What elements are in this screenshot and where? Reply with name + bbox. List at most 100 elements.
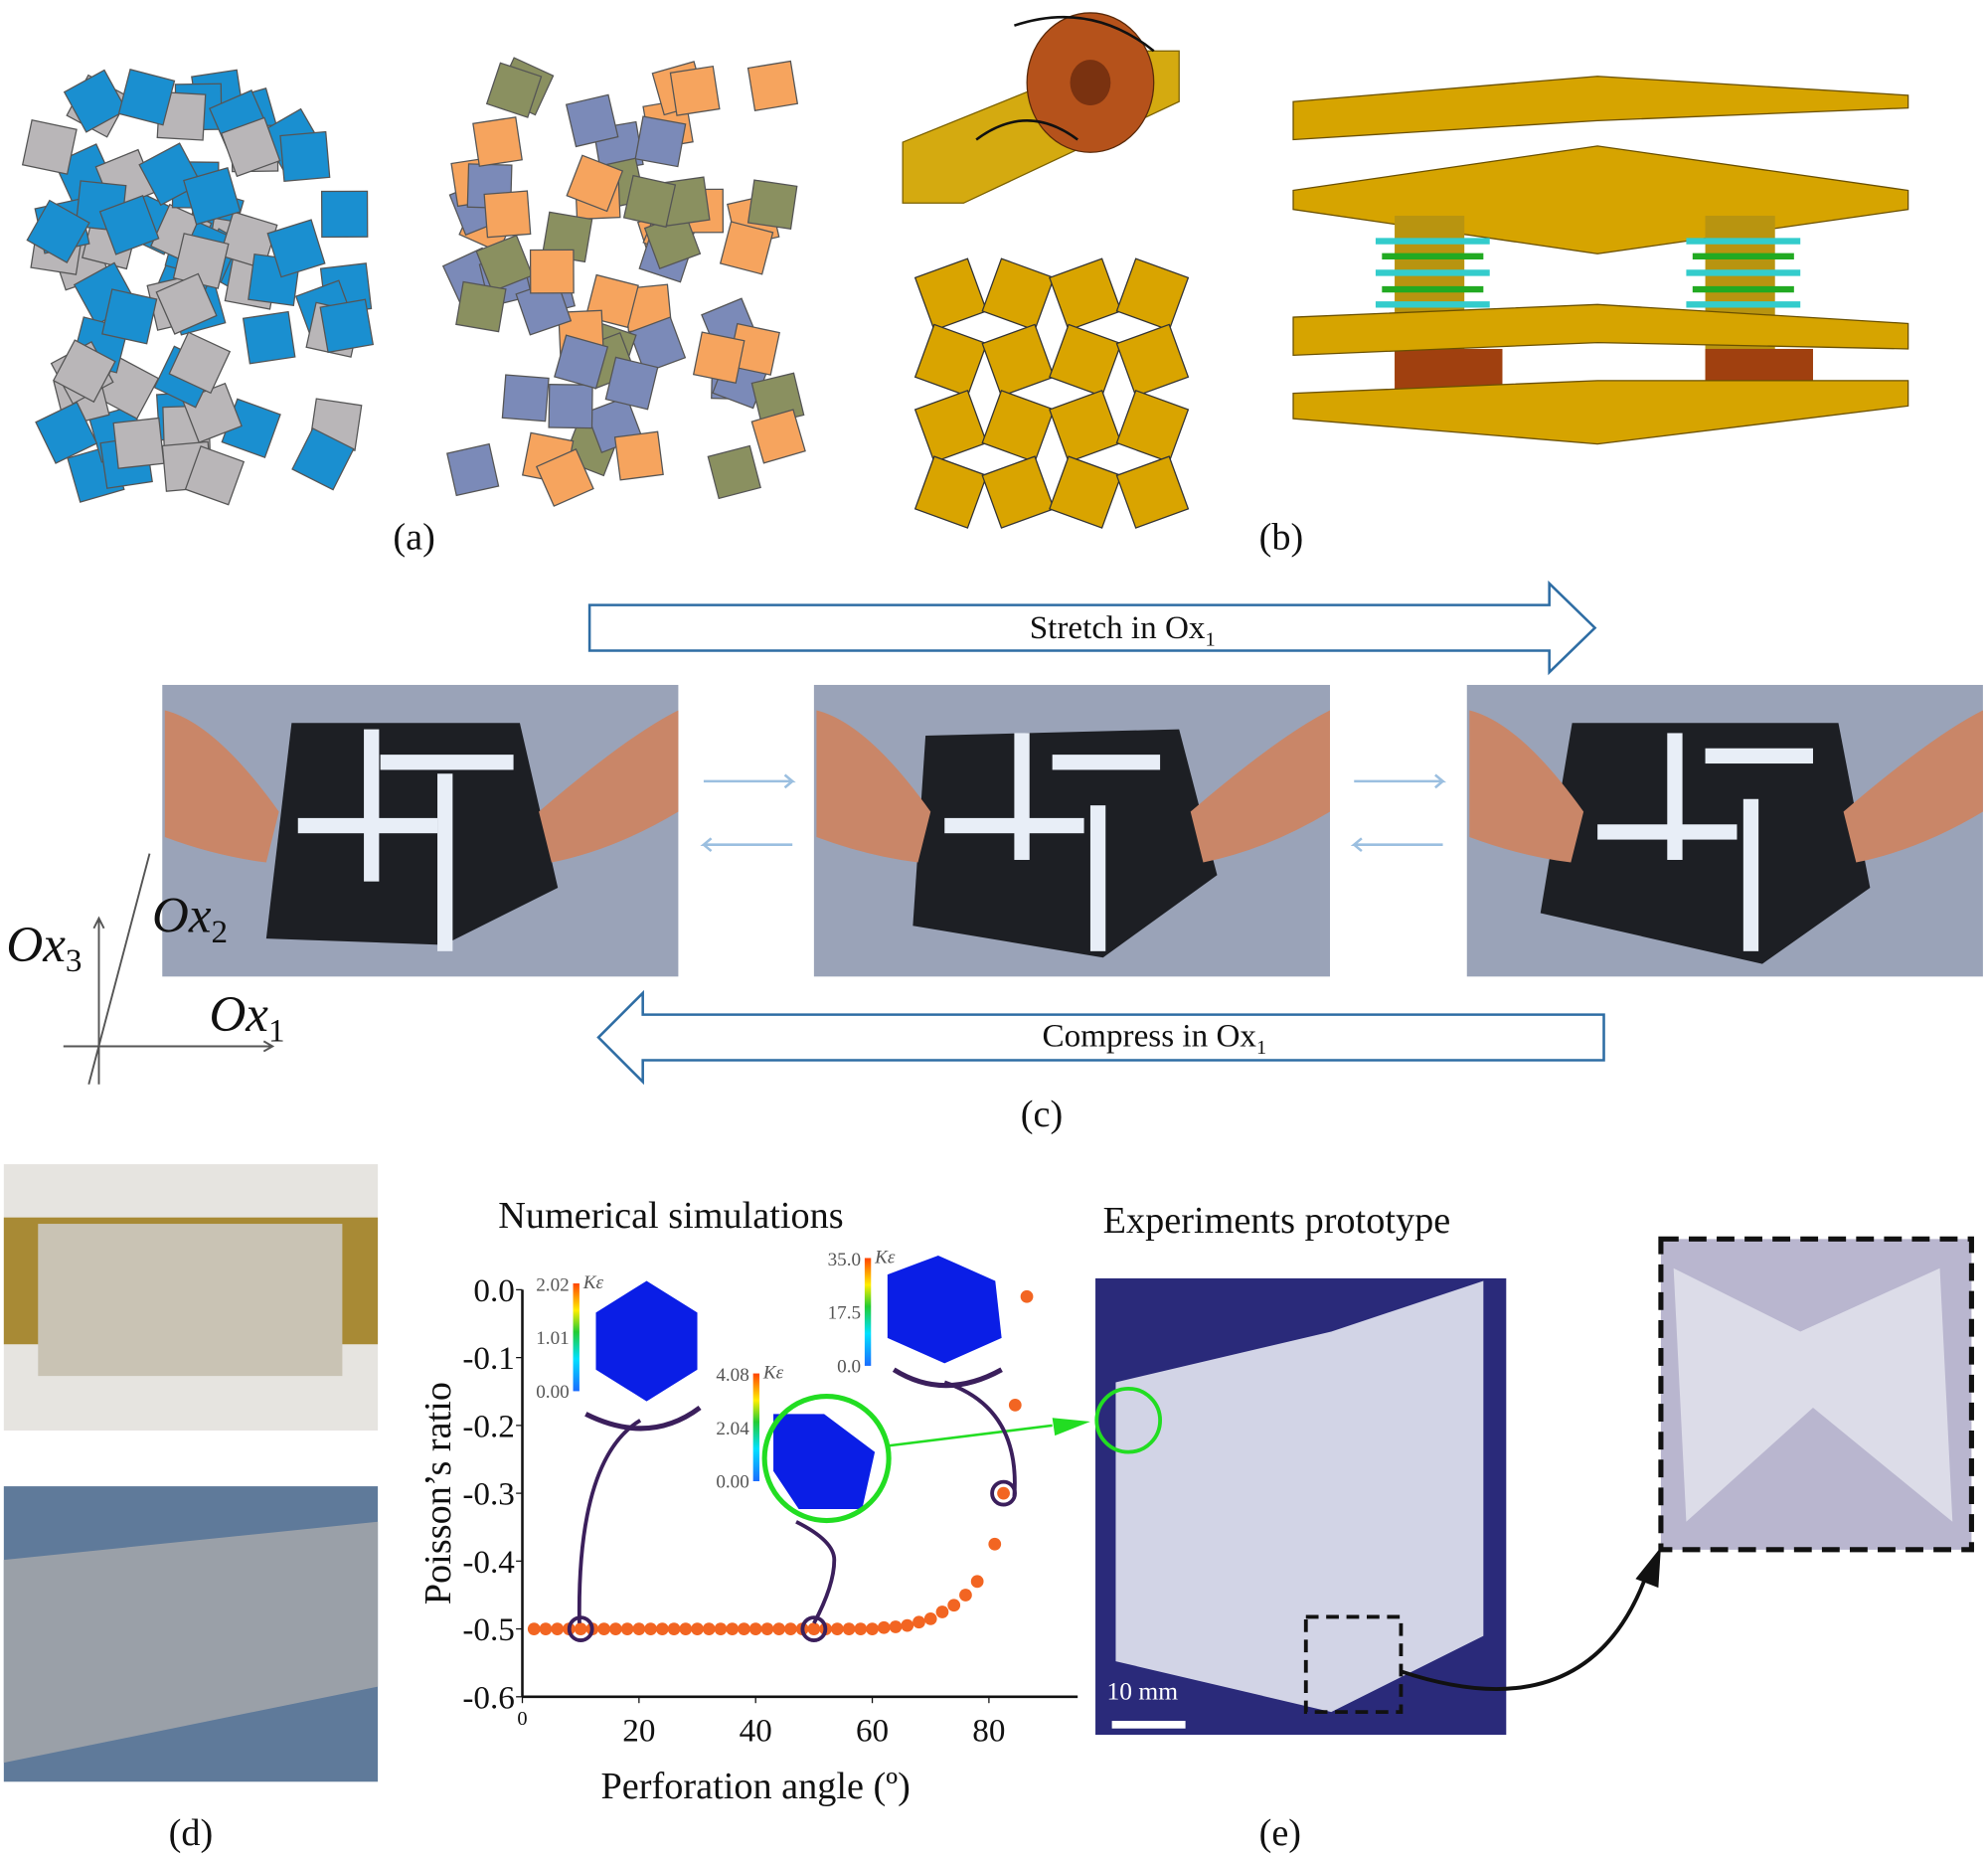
- data-point: [679, 1622, 693, 1635]
- data-point: [539, 1622, 553, 1635]
- colorbar-label: 0.00: [536, 1382, 569, 1403]
- sim-title: Numerical simulations: [498, 1195, 843, 1237]
- data-point: [574, 1622, 587, 1635]
- rotating-square: [981, 455, 1056, 529]
- colorbar-label: 17.5: [828, 1303, 861, 1324]
- data-point: [748, 1622, 762, 1635]
- cube: [692, 331, 746, 384]
- photo-rolled-sheet-metal: [3, 1164, 379, 1431]
- cube: [446, 442, 500, 497]
- data-point: [702, 1622, 716, 1635]
- stretch-label: Stretch in Ox: [1030, 609, 1206, 646]
- photo-rolled-transparent: [3, 1486, 379, 1782]
- x-tick-label: 20: [622, 1712, 655, 1749]
- cube: [291, 427, 355, 491]
- cube: [319, 298, 375, 354]
- rotating-square: [1049, 455, 1122, 529]
- cube: [279, 130, 331, 183]
- cube: [566, 154, 624, 213]
- panel-c-label: (c): [1021, 1094, 1063, 1135]
- rotating-square: [1049, 389, 1122, 463]
- data-point: [947, 1599, 961, 1612]
- y-tick-label: -0.3: [462, 1476, 515, 1513]
- stretch-arrow: Stretch in Ox1: [587, 580, 1597, 676]
- cube: [707, 444, 761, 500]
- rotating-square: [913, 389, 988, 463]
- panel-a-cube-assembly-blue-grey: [21, 69, 375, 506]
- y-tick-label: -0.4: [462, 1544, 515, 1581]
- cube: [554, 334, 609, 390]
- data-point: [877, 1620, 891, 1634]
- data-point: [667, 1622, 681, 1635]
- rotating-square: [981, 389, 1056, 463]
- data-point: [772, 1622, 786, 1635]
- photo-prototype-cube: 10 mm: [1094, 1277, 1507, 1736]
- data-point: [527, 1622, 541, 1635]
- cube: [455, 280, 507, 333]
- colorbar-label: 4.08: [716, 1365, 748, 1386]
- cube: [266, 219, 326, 278]
- x-axis-label: Perforation angle (º): [601, 1766, 911, 1807]
- cube: [168, 331, 232, 395]
- colorbar-label: 0.00: [716, 1471, 748, 1492]
- rotating-square: [1115, 389, 1190, 463]
- colorbar-symbol: Kε: [762, 1363, 784, 1384]
- cube: [634, 115, 687, 168]
- y-tick-label: -0.6: [462, 1679, 515, 1716]
- data-point: [691, 1622, 704, 1635]
- highlighted-point-ring: [800, 1615, 828, 1642]
- data-point: [997, 1486, 1010, 1500]
- rotating-square: [1049, 257, 1122, 331]
- data-point: [830, 1622, 844, 1635]
- data-point: [1008, 1399, 1022, 1412]
- colorbar-gradient: [573, 1283, 580, 1392]
- cube: [719, 221, 774, 275]
- colorbar-label: 2.02: [536, 1275, 569, 1296]
- panel-b-twisted-bar: [902, 12, 1180, 204]
- zoom-connector-arrow: [1400, 1569, 1650, 1691]
- axis-ox3-label: Ox3: [6, 918, 82, 979]
- cube: [63, 69, 127, 133]
- colorbar-gradient: [864, 1258, 872, 1366]
- cube: [604, 356, 659, 411]
- cube: [529, 249, 575, 294]
- cube: [501, 374, 550, 422]
- rotating-square: [981, 323, 1056, 398]
- cube: [613, 430, 664, 481]
- cube: [52, 339, 116, 404]
- photo-stretched-state: [1466, 684, 1983, 977]
- cube: [483, 190, 532, 239]
- svg-text:Stretch in Ox1: Stretch in Ox1: [1030, 609, 1216, 651]
- data-point: [889, 1620, 903, 1633]
- data-point: [923, 1611, 937, 1625]
- cube: [750, 409, 806, 464]
- scale-bar-label: 10 mm: [1107, 1676, 1179, 1705]
- cube: [475, 234, 534, 292]
- colorbar: 35.017.50.0Kε: [828, 1248, 896, 1378]
- data-point: [912, 1615, 925, 1629]
- cube: [21, 119, 78, 175]
- rotating-square: [913, 455, 988, 529]
- colorbar-gradient: [752, 1373, 760, 1481]
- y-tick-label: -0.5: [462, 1611, 515, 1648]
- data-point: [988, 1537, 1002, 1551]
- panel-a-cube-assembly-orange: [441, 57, 806, 507]
- inset-cube-low: [577, 1280, 702, 1623]
- data-point: [901, 1618, 914, 1632]
- cube: [472, 116, 523, 167]
- colorbar-label: 2.04: [716, 1419, 749, 1439]
- cube: [548, 384, 593, 429]
- cube: [101, 288, 158, 345]
- inset-cube-mid: [761, 1393, 1090, 1624]
- data-point: [551, 1622, 565, 1635]
- cube: [628, 316, 687, 374]
- cube: [98, 195, 160, 255]
- cube: [26, 199, 90, 263]
- colorbar-label: 35.0: [828, 1250, 861, 1270]
- y-axis-label: Poisson’s ratio: [417, 1382, 459, 1605]
- x-tick-label: 80: [972, 1712, 1005, 1749]
- axis-ox1-label: Ox1: [209, 987, 284, 1049]
- colorbar: 4.08 2.04 0.00 Kε: [716, 1363, 783, 1493]
